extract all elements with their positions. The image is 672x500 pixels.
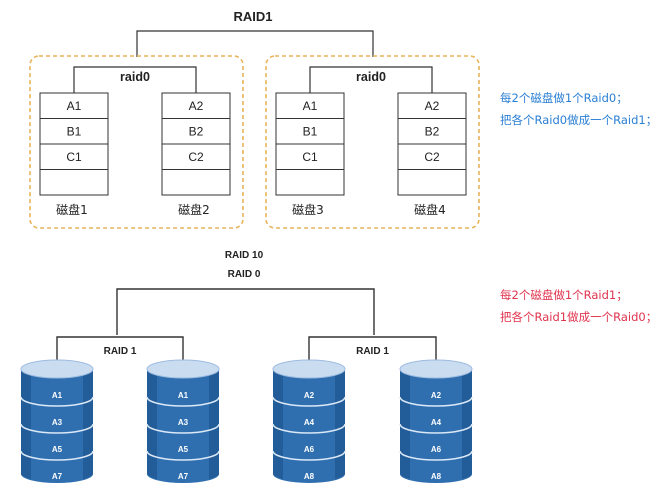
cylinder-block-label: A8	[431, 472, 442, 481]
raid0-label-1: raid0	[120, 70, 150, 84]
cylinder-block-label: A6	[431, 445, 442, 454]
disk-name: 磁盘4	[414, 202, 446, 217]
disk-block-3-1	[275, 92, 345, 119]
block-label: C2	[424, 150, 440, 164]
bottom-note-line-1: 每2个磁盘做1个Raid1；	[500, 288, 628, 302]
block-label: C1	[302, 150, 318, 164]
raid0-bracket-2	[309, 66, 433, 93]
raid1-pair-bracket-1	[56, 336, 184, 362]
disk-block-4-3	[397, 143, 467, 170]
disk-block-3-4	[275, 169, 345, 196]
disk-block-1-4	[39, 169, 109, 196]
raid1-pair-label-2: RAID 1	[356, 346, 389, 357]
disk-block-3-2	[275, 118, 345, 145]
cylinder-block-label: A3	[178, 418, 189, 427]
raid1-pair-label-1: RAID 1	[104, 346, 137, 357]
cylinder-block-label: A4	[304, 418, 315, 427]
block-label: A1	[303, 99, 318, 113]
cylinder-block-label: A1	[178, 391, 189, 400]
cylinder-block-label: A3	[52, 418, 63, 427]
block-label: C2	[188, 150, 204, 164]
bottom-note-line-2: 把各个Raid1做成一个Raid0；	[500, 310, 658, 324]
block-label: A1	[67, 99, 82, 113]
cylinder-block-label: A7	[178, 472, 189, 481]
disk-block-2-3	[161, 143, 231, 170]
disk-block-4-1	[397, 92, 467, 119]
disk-name: 磁盘2	[178, 202, 210, 217]
raid1-pair-bracket-2	[308, 336, 437, 362]
disk-name: 磁盘1	[56, 202, 88, 217]
raid1-bracket	[136, 30, 374, 57]
disk-block-2-4	[161, 169, 231, 196]
cylinder-block-label: A5	[178, 445, 189, 454]
disk-name: 磁盘3	[292, 202, 324, 217]
block-label: C1	[66, 150, 82, 164]
top-notes: 每2个磁盘做1个Raid0； 把各个Raid0做成一个Raid1；	[500, 87, 657, 131]
cylinder-block-label: A7	[52, 472, 63, 481]
disk-block-3-3	[275, 143, 345, 170]
raid0-title: RAID 0	[228, 269, 261, 280]
raid10-title: RAID 10	[225, 250, 264, 261]
cylinder-block-label: A4	[431, 418, 442, 427]
cylinder-block-label: A2	[431, 391, 442, 400]
disk-block-1-1	[39, 92, 109, 119]
top-note-line-1: 每2个磁盘做1个Raid0；	[500, 91, 628, 105]
top-note-line-2: 把各个Raid0做成一个Raid1；	[500, 113, 658, 127]
raid0-top-bracket	[116, 288, 375, 335]
block-label: A2	[189, 99, 204, 113]
cylinder-block-label: A6	[304, 445, 315, 454]
raid0-bracket-1	[73, 66, 197, 93]
block-label: B1	[303, 125, 318, 139]
block-label: B2	[425, 125, 440, 139]
cylinder-block-label: A8	[304, 472, 315, 481]
disk-block-2-1	[161, 92, 231, 119]
block-label: A2	[425, 99, 440, 113]
disk-block-1-3	[39, 143, 109, 170]
cylinder-block-label: A5	[52, 445, 63, 454]
block-label: B2	[189, 125, 204, 139]
cylinder-block-label: A1	[52, 391, 63, 400]
raid1-title: RAID1	[233, 9, 272, 24]
raid0-label-2: raid0	[356, 70, 386, 84]
disk-block-4-4	[397, 169, 467, 196]
disk-block-4-2	[397, 118, 467, 145]
block-label: B1	[67, 125, 82, 139]
bottom-notes: 每2个磁盘做1个Raid1； 把各个Raid1做成一个Raid0；	[500, 284, 657, 328]
cylinder-block-label: A2	[304, 391, 315, 400]
